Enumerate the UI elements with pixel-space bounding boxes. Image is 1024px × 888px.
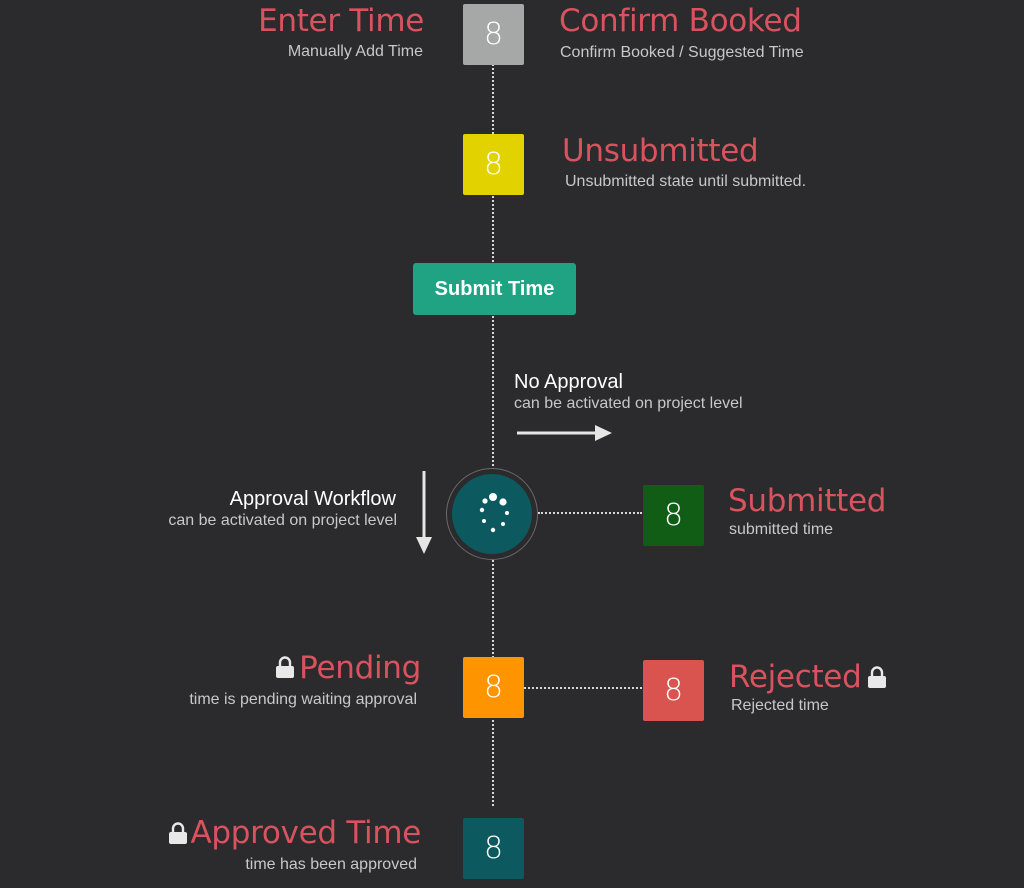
unsubmitted-subtitle: Unsubmitted state until submitted. (565, 173, 807, 190)
workflow-node-inner (452, 474, 532, 554)
no-approval-subtitle: can be activated on project level (514, 395, 743, 412)
submitted-title: Submitted (728, 483, 887, 519)
lock-icon (169, 822, 187, 844)
rejected-connector (524, 687, 642, 689)
rejected-title: Rejected (729, 659, 862, 695)
loading-spinner-icon (479, 493, 509, 533)
enter-time-tile[interactable]: 8 (463, 4, 524, 65)
submit-time-button[interactable]: Submit Time (413, 263, 576, 315)
confirm-booked-subtitle: Confirm Booked / Suggested Time (560, 44, 804, 61)
approval-workflow-title: Approval Workflow (229, 488, 396, 510)
approved-time-title: Approved Time (190, 815, 421, 851)
approved-time-subtitle: time has been approved (245, 856, 417, 873)
confirm-booked-title: Confirm Booked (559, 3, 802, 39)
unsubmitted-tile[interactable]: 8 (463, 134, 524, 195)
arrow-right-icon (517, 425, 612, 441)
pending-title: Pending (299, 650, 421, 686)
no-approval-title: No Approval (514, 371, 623, 393)
approved-time-tile[interactable]: 8 (463, 818, 524, 879)
pending-tile[interactable]: 8 (463, 657, 524, 718)
approval-workflow-subtitle: can be activated on project level (168, 512, 397, 529)
lock-icon (276, 656, 294, 678)
lock-icon (868, 666, 886, 688)
rejected-subtitle: Rejected time (731, 697, 829, 714)
approval-workflow-node[interactable] (446, 468, 538, 560)
enter-time-subtitle: Manually Add Time (287, 43, 423, 60)
rejected-tile[interactable]: 8 (643, 660, 704, 721)
submitted-tile[interactable]: 8 (643, 485, 704, 546)
pending-subtitle: time is pending waiting approval (189, 691, 417, 708)
arrow-down-icon (416, 471, 432, 554)
submitted-connector (538, 512, 642, 514)
submitted-subtitle: submitted time (729, 521, 834, 538)
enter-time-title: Enter Time (258, 3, 424, 39)
main-connector (492, 64, 494, 806)
unsubmitted-title: Unsubmitted (562, 133, 759, 169)
